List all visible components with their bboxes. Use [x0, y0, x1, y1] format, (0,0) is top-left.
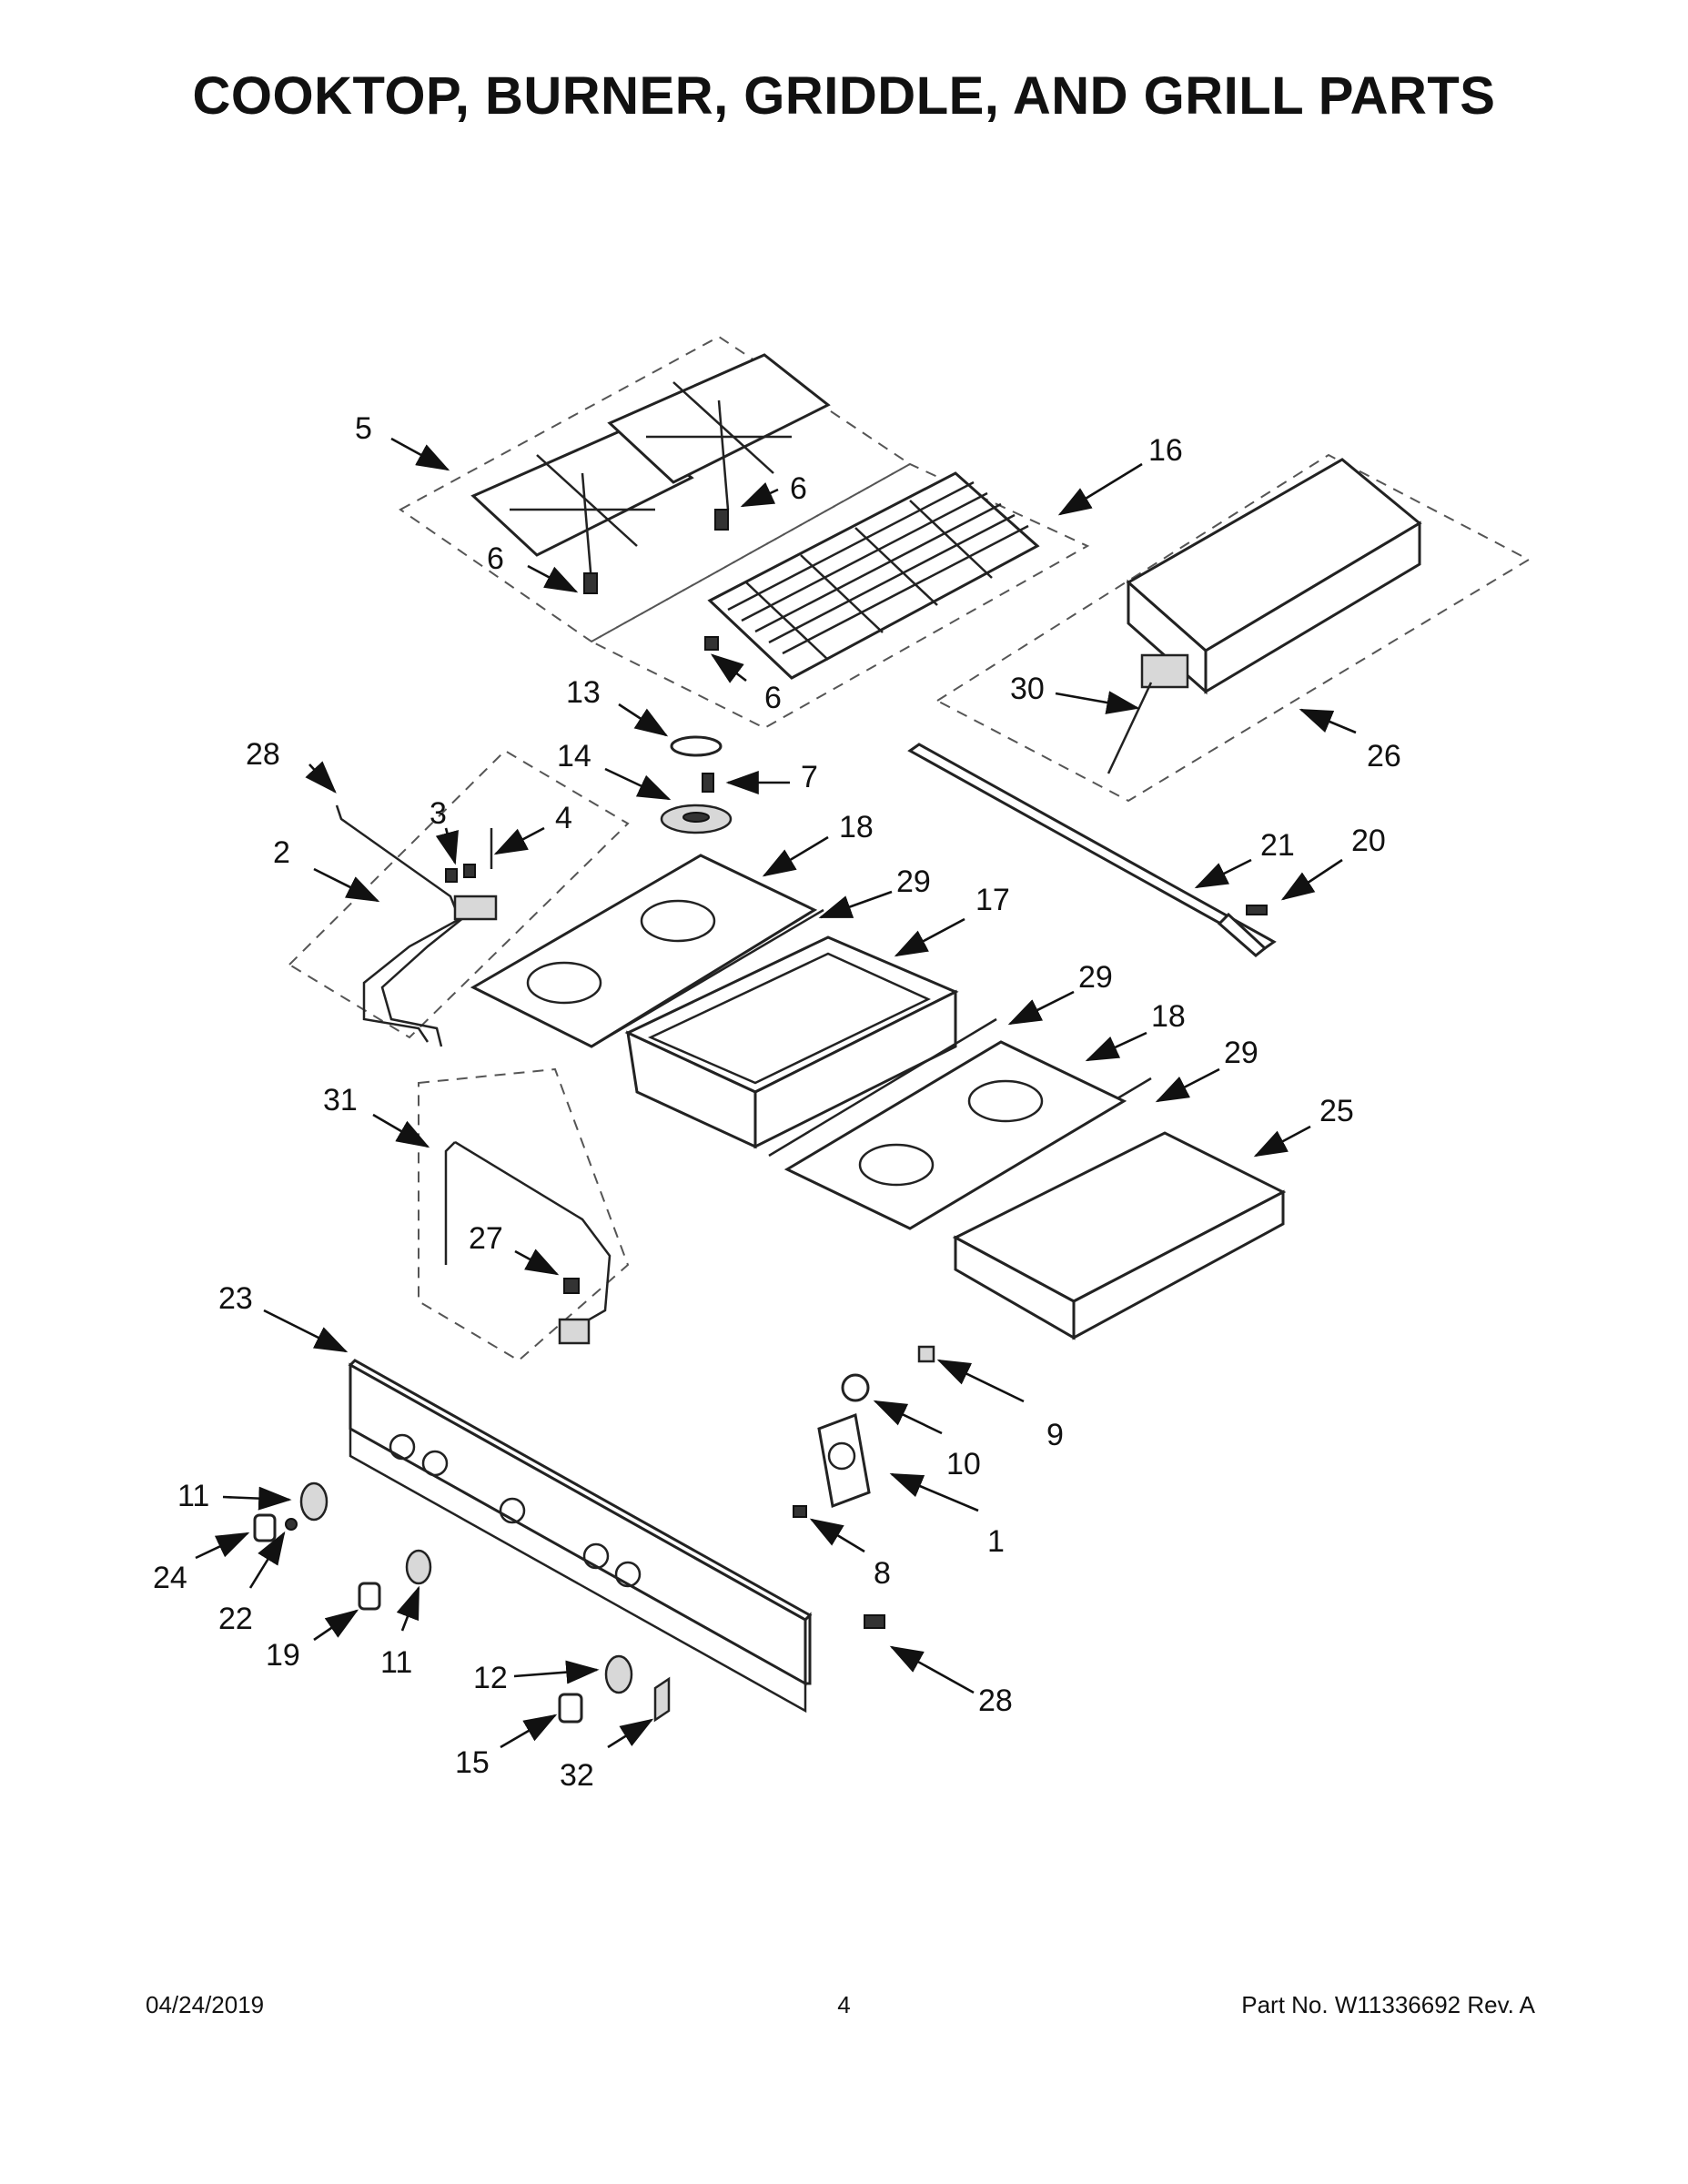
- burner-tray-bottom: [783, 1040, 1127, 1230]
- callout-11: 11: [380, 1645, 412, 1680]
- callout-6: 6: [764, 681, 782, 715]
- grill-grate: [704, 471, 1040, 680]
- callout-11: 11: [177, 1479, 209, 1513]
- callout-9: 9: [1046, 1418, 1064, 1452]
- page-title: COOKTOP, BURNER, GRIDDLE, AND GRILL PART…: [192, 66, 1496, 126]
- griddle-assembly: [1107, 458, 1422, 774]
- callout-19: 19: [266, 1638, 300, 1673]
- leader-arrows: [195, 437, 1357, 1749]
- callout-7: 7: [801, 760, 818, 794]
- gas-tube: [444, 1140, 612, 1345]
- knobs-and-bezels: [253, 1481, 671, 1724]
- control-panel: [348, 1359, 813, 1714]
- callout-21: 21: [1260, 828, 1295, 863]
- burner-grate-right: [607, 353, 831, 531]
- callout-14: 14: [557, 739, 591, 774]
- footer-part-number: Part No. W11336692 Rev. A: [1241, 1991, 1535, 2018]
- callout-32: 32: [560, 1758, 594, 1793]
- callout-25: 25: [1319, 1094, 1354, 1128]
- burner-box: [624, 935, 959, 1149]
- callout-1: 1: [987, 1524, 1005, 1559]
- callout-16: 16: [1148, 433, 1183, 468]
- callout-24: 24: [153, 1561, 187, 1595]
- callout-18: 18: [839, 810, 874, 844]
- footer-date: 04/24/2019: [146, 1991, 265, 2018]
- callout-15: 15: [455, 1745, 490, 1780]
- callout-28: 28: [246, 737, 280, 772]
- ignition-components: [793, 1345, 935, 1629]
- callout-28: 28: [978, 1684, 1013, 1718]
- burner-tray-top: [470, 854, 818, 1048]
- callout-6: 6: [487, 541, 504, 576]
- callout-3: 3: [430, 796, 447, 831]
- callout-13: 13: [566, 675, 601, 710]
- callout-29: 29: [1224, 1036, 1258, 1070]
- callout-29: 29: [896, 864, 931, 899]
- callout-10: 10: [946, 1447, 981, 1481]
- callout-26: 26: [1367, 739, 1401, 774]
- callout-27: 27: [469, 1221, 503, 1256]
- callout-30: 30: [1010, 672, 1045, 706]
- callout-18: 18: [1151, 999, 1186, 1034]
- assembly-outlines: [288, 335, 1531, 1362]
- callout-12: 12: [473, 1661, 508, 1695]
- callout-23: 23: [218, 1281, 253, 1316]
- burner-grate-left: [470, 426, 694, 594]
- callout-20: 20: [1351, 824, 1386, 858]
- callout-5: 5: [355, 411, 372, 446]
- callout-4: 4: [555, 801, 572, 835]
- callout-6: 6: [790, 471, 807, 506]
- trim-bar: [907, 743, 1277, 957]
- callout-31: 31: [323, 1083, 358, 1117]
- burner-cap-and-base: [660, 735, 733, 834]
- callout-29: 29: [1078, 960, 1113, 995]
- callout-22: 22: [218, 1602, 253, 1636]
- callout-8: 8: [874, 1556, 891, 1591]
- valve-manifold: [335, 804, 498, 1047]
- footer-page-number: 4: [837, 1991, 851, 2018]
- drip-pan: [952, 1131, 1287, 1340]
- callout-2: 2: [273, 835, 290, 870]
- callout-17: 17: [975, 883, 1010, 917]
- callout-labels: 5 6 6 6 16 13 14 7 28 3 4 2 18 29 17 30 …: [153, 411, 1401, 1793]
